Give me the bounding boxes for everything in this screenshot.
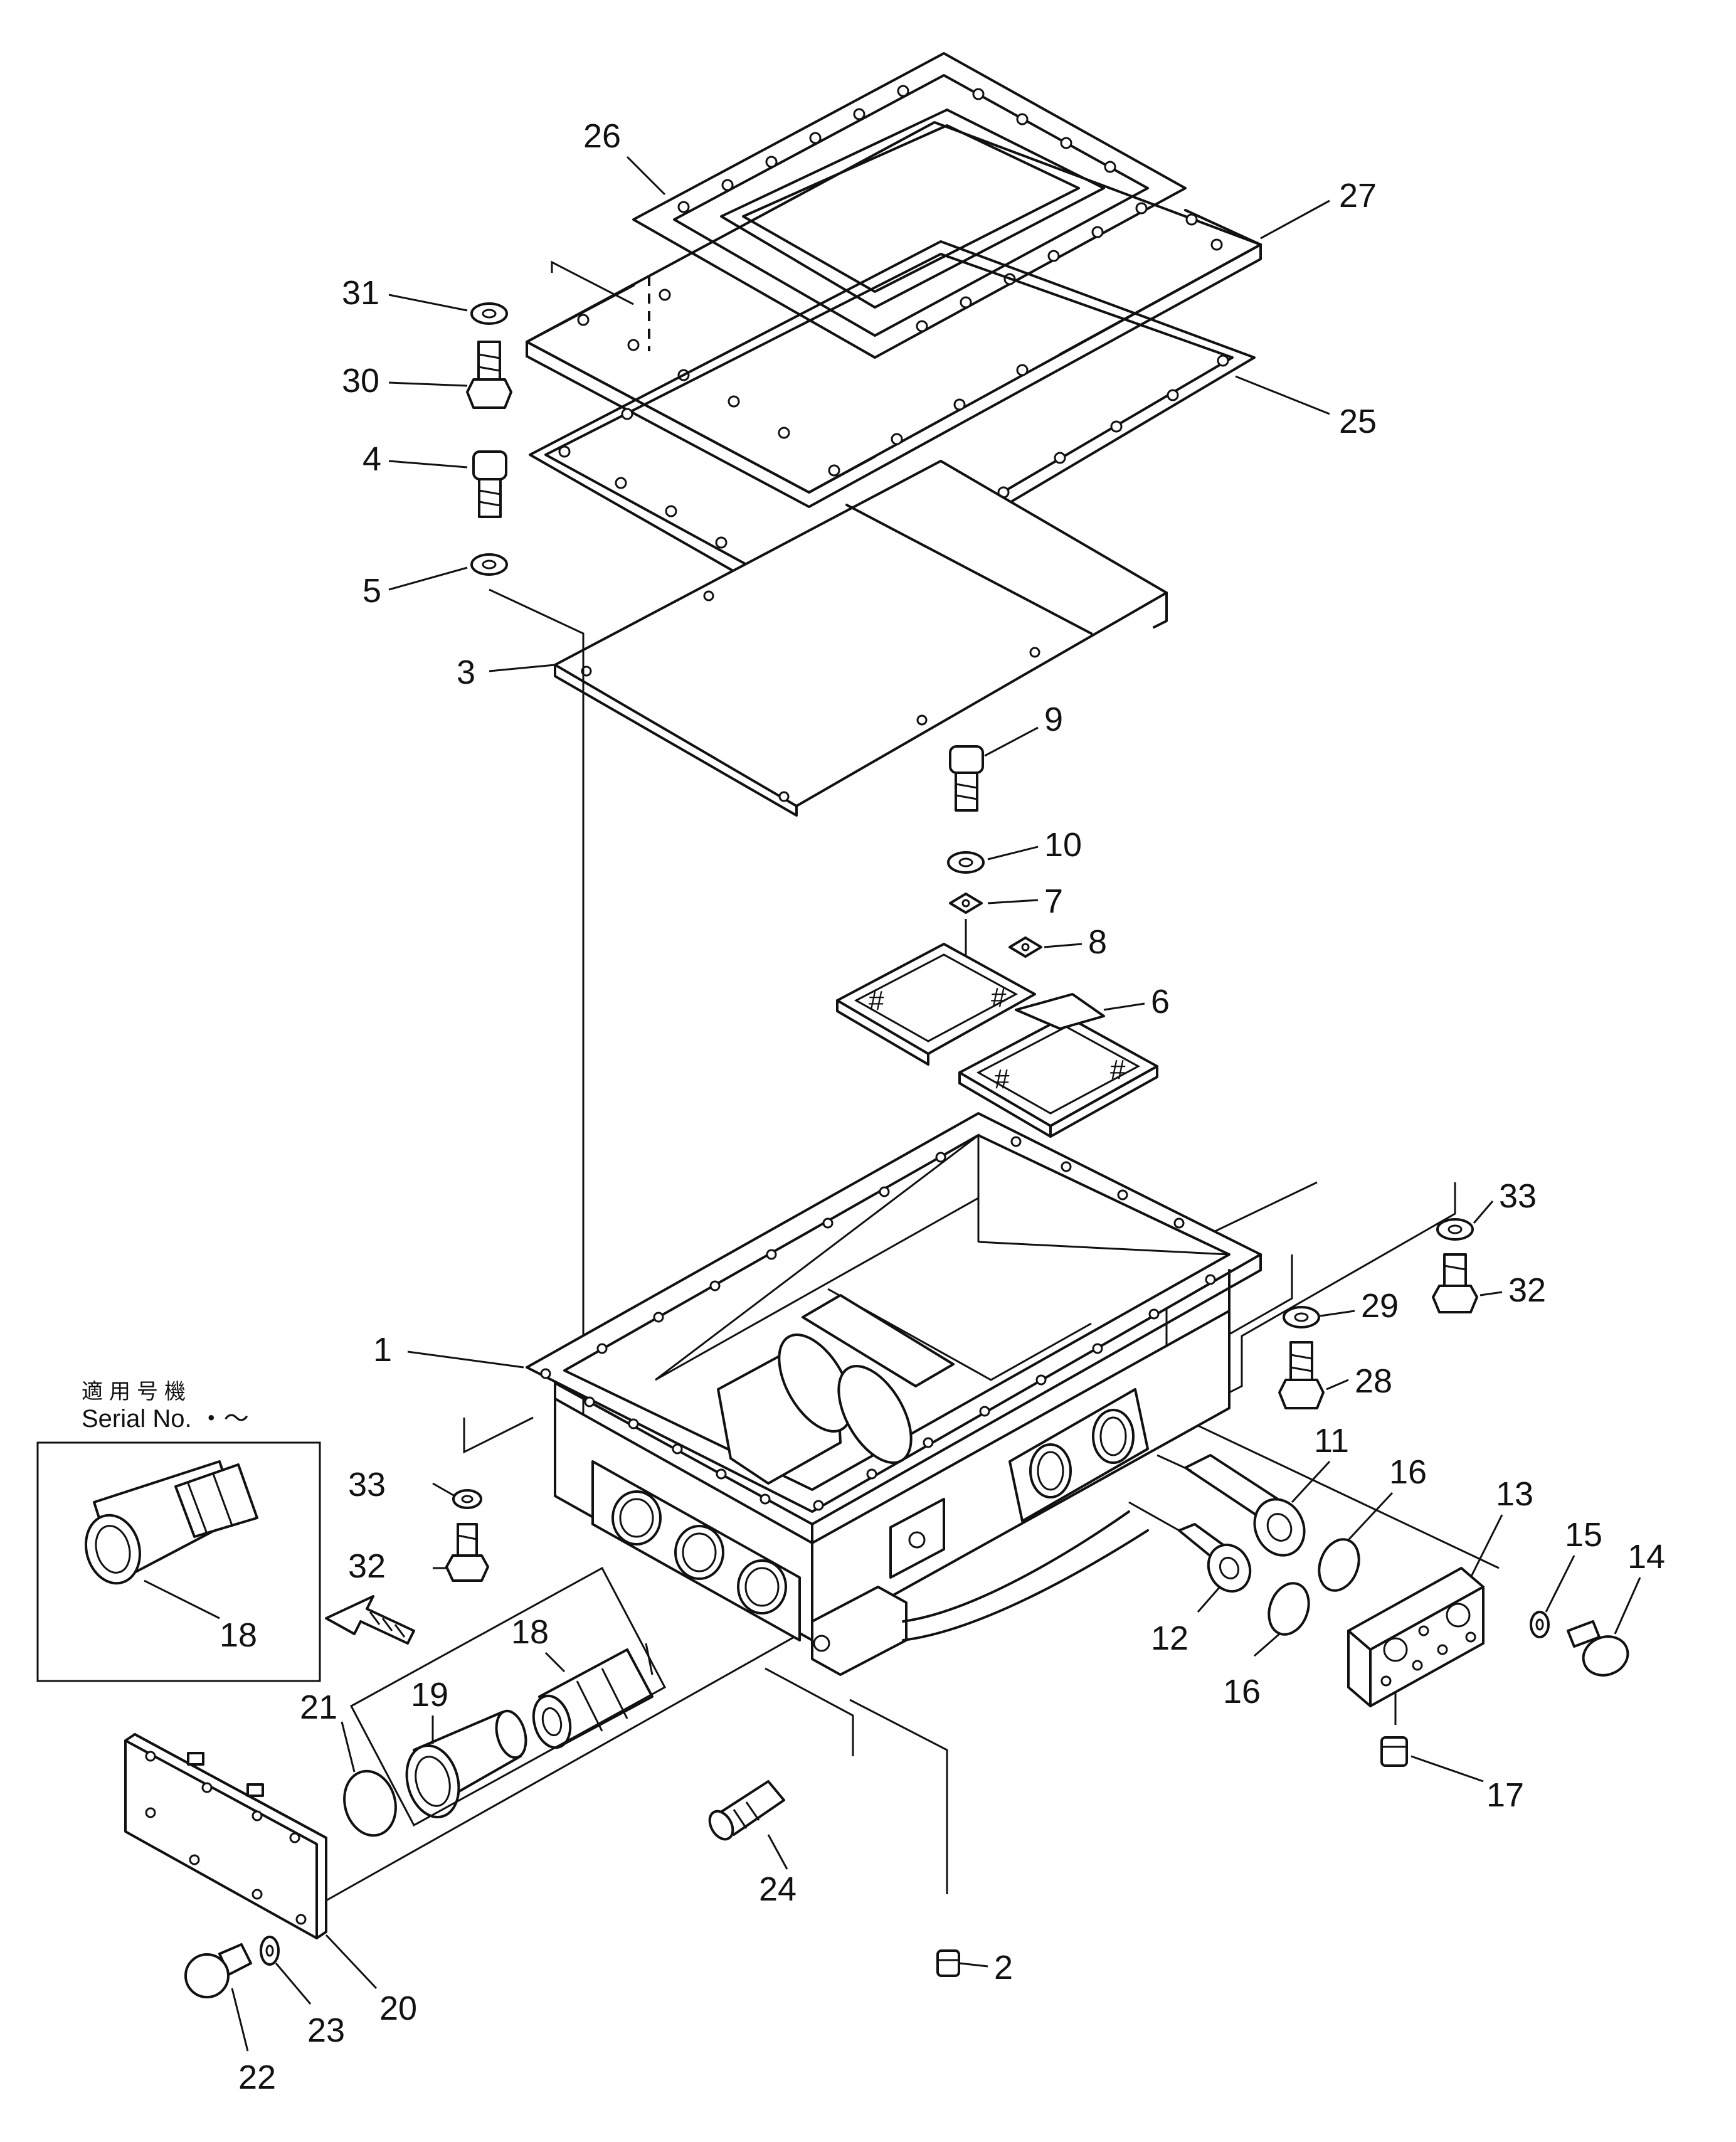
callout-33-left: 33 (348, 1466, 386, 1503)
part-9-bolt (949, 745, 984, 812)
callout-28: 28 (1355, 1362, 1392, 1400)
callout-16-lower: 16 (1223, 1673, 1261, 1710)
callout-8: 8 (1088, 923, 1107, 961)
part-18-strainer-assembly (532, 1643, 654, 1749)
part-10-washer (947, 851, 985, 874)
callout-18: 18 (511, 1613, 549, 1651)
leader-lines (231, 156, 1641, 2052)
part-13-cover (1347, 1567, 1485, 1707)
inset-direction-arrow-icon (325, 1595, 415, 1645)
part-32-bolt-left (445, 1523, 489, 1582)
svg-text:#: # (869, 985, 884, 1016)
callout-33-right: 33 (1499, 1177, 1537, 1215)
callout-22: 22 (238, 2059, 276, 2096)
callout-14: 14 (1628, 1538, 1665, 1576)
callout-2: 2 (994, 1949, 1013, 1986)
callout-32-left: 32 (348, 1547, 386, 1585)
part-24-valve (708, 1780, 785, 1841)
part-1-transmission-case (526, 1112, 1262, 1676)
callout-21: 21 (300, 1689, 337, 1726)
svg-text:#: # (1110, 1054, 1126, 1085)
callout-12: 12 (1151, 1620, 1188, 1657)
inset-caption-en: Serial No. ・～ (82, 1405, 249, 1433)
part-16-o-ring-upper (1318, 1538, 1360, 1592)
inset-strainer-drawing (85, 1460, 258, 1620)
callout-4: 4 (363, 440, 381, 478)
callout-6: 6 (1151, 983, 1170, 1021)
callout-23: 23 (307, 2012, 345, 2049)
callout-13: 13 (1496, 1475, 1533, 1513)
callout-7: 7 (1044, 883, 1063, 920)
callout-30: 30 (342, 362, 379, 400)
part-21-o-ring (343, 1769, 397, 1837)
part-23-washer (260, 1936, 280, 1966)
part-27-top-plate (526, 121, 1262, 508)
callout-16-upper: 16 (1389, 1453, 1427, 1491)
part-22-bolt (184, 1943, 252, 1998)
part-3-baffle-plate (554, 460, 1168, 817)
svg-text:#: # (994, 1064, 1010, 1095)
part-8-plate (1008, 936, 1042, 958)
svg-text:#: # (991, 982, 1007, 1013)
callout-11: 11 (1314, 1422, 1349, 1460)
callout-17: 17 (1486, 1776, 1524, 1814)
callout-labels: 26 27 31 30 25 4 5 3 9 10 7 8 6 33 32 29… (238, 117, 1665, 2096)
callout-19: 19 (411, 1676, 448, 1714)
callout-3: 3 (457, 654, 475, 691)
part-20-cover-plate (124, 1733, 327, 1939)
part-31-washer (470, 302, 508, 325)
callout-9: 9 (1044, 701, 1063, 738)
callout-27: 27 (1339, 177, 1377, 215)
part-29-washer (1283, 1306, 1320, 1328)
serial-inset: 適用号機 Serial No. ・～ 18 (36, 1380, 321, 1682)
callout-31: 31 (342, 274, 379, 312)
part-15-washer (1530, 1611, 1550, 1638)
callout-20: 20 (379, 1990, 417, 2027)
callout-32-right: 32 (1508, 1271, 1546, 1309)
callout-24: 24 (759, 1870, 797, 1908)
part-6-strainer-screen: # # # # (836, 943, 1158, 1138)
inset-caption-jp: 適用号機 (82, 1380, 192, 1404)
part-2-plug (936, 1949, 960, 1977)
part-16-o-ring-lower (1268, 1582, 1310, 1636)
part-33-washer-left (452, 1489, 482, 1509)
part-17-plug (1380, 1736, 1408, 1767)
callout-5: 5 (363, 572, 381, 610)
part-11-valve (1156, 1454, 1306, 1557)
part-7-plate (949, 893, 983, 914)
inset-part-label: 18 (220, 1616, 257, 1654)
part-32-bolt-right (1432, 1253, 1478, 1313)
part-30-bolt (466, 341, 512, 409)
callout-1: 1 (373, 1331, 392, 1369)
part-4-bolt (472, 450, 507, 518)
part-28-bolt (1278, 1341, 1325, 1409)
callout-25: 25 (1339, 403, 1377, 440)
callout-15: 15 (1565, 1516, 1602, 1554)
callout-26: 26 (583, 117, 621, 155)
part-18-19-group-outline (349, 1566, 667, 1827)
part-5-washer (470, 553, 508, 576)
callout-29: 29 (1361, 1287, 1399, 1325)
part-12-valve (1128, 1501, 1252, 1593)
part-33-washer-right (1436, 1218, 1474, 1241)
part-19-strainer-body (405, 1709, 527, 1818)
part-14-bolt (1567, 1620, 1629, 1677)
part-26-cover-gasket (632, 52, 1187, 359)
callout-10: 10 (1044, 826, 1082, 864)
